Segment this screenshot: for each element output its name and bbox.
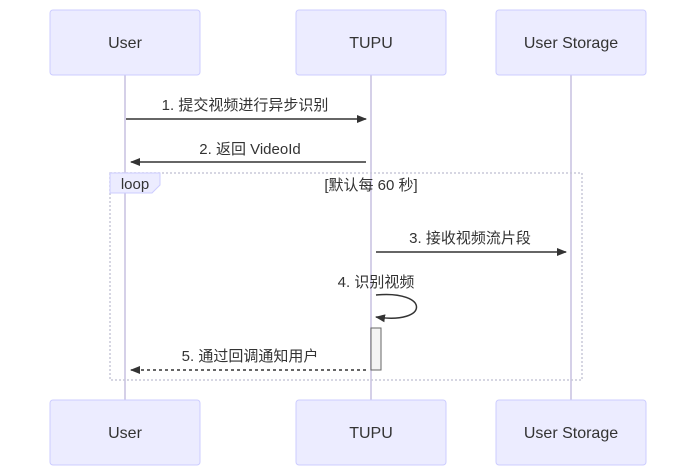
actor-label: User (108, 35, 142, 52)
actor-label: User Storage (524, 35, 618, 52)
actor-top-user-storage: User Storage (495, 9, 647, 76)
message-label: 1. 提交视频进行异步识别 (162, 96, 329, 114)
loop-frame: loop [默认每 60 秒] (109, 172, 583, 381)
actor-label: User Storage (524, 425, 618, 442)
actor-top-tupu: TUPU (295, 9, 447, 76)
activation-bar (370, 327, 382, 371)
message-5: 5. 通过回调通知用户 (130, 348, 366, 374)
loop-condition: [默认每 60 秒] (324, 177, 417, 194)
loop-keyword: loop (121, 176, 149, 193)
actor-label: TUPU (349, 35, 393, 52)
actor-bottom-user: User (49, 399, 201, 466)
message-self-arrow (375, 293, 418, 323)
message-4: 4. 识别视频 (338, 274, 418, 323)
message-label: 2. 返回 VideoId (199, 141, 300, 158)
actor-label: TUPU (349, 425, 393, 442)
message-2: 2. 返回 VideoId (130, 141, 366, 166)
message-3: 3. 接收视频流片段 (376, 230, 567, 256)
message-1: 1. 提交视频进行异步识别 (126, 96, 367, 123)
actor-label: User (108, 425, 142, 442)
message-label: 5. 通过回调通知用户 (182, 348, 319, 365)
actor-top-user: User (49, 9, 201, 76)
actor-bottom-tupu: TUPU (295, 399, 447, 466)
actor-bottom-user-storage: User Storage (495, 399, 647, 466)
message-label: 3. 接收视频流片段 (409, 230, 531, 247)
message-label: 4. 识别视频 (338, 274, 415, 291)
loop-label-box (109, 172, 161, 194)
